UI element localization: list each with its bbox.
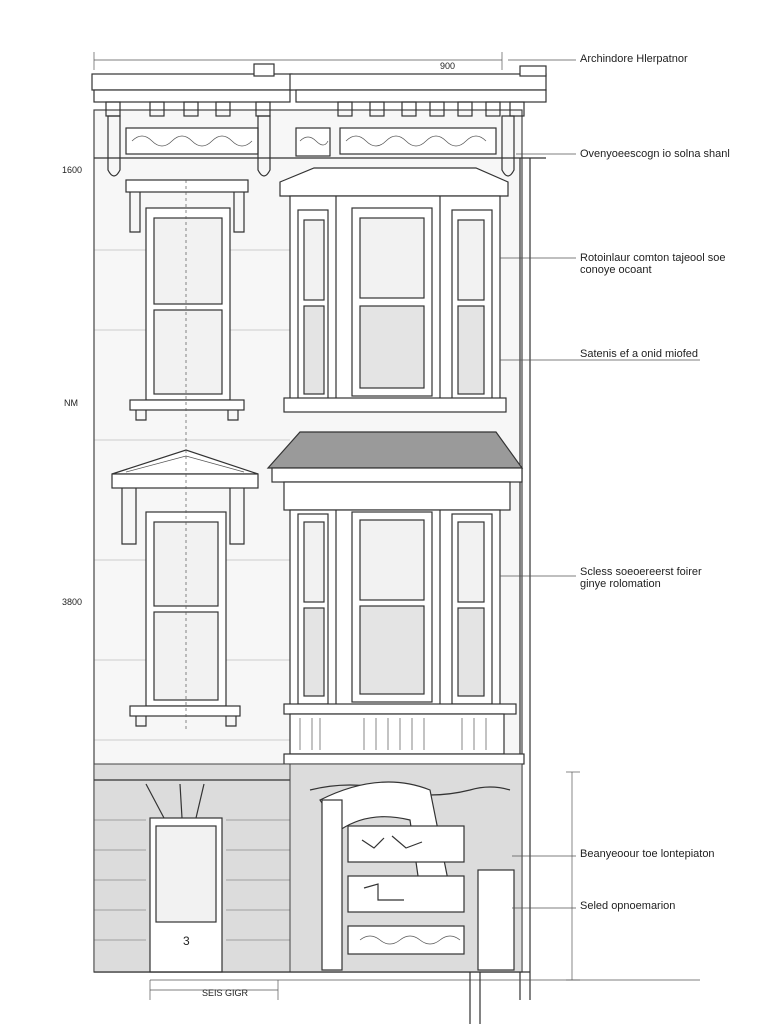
annotation-bay-upper-1: Rotoinlaur comton tajeool soe [580, 252, 726, 264]
leader-lines [500, 59, 700, 981]
bay-window-upper [279, 167, 509, 413]
dimension-level-1: 1600 [62, 165, 83, 175]
door-number: 3 [183, 934, 190, 948]
bay-window-lower [283, 481, 511, 707]
bay-roof [266, 431, 524, 469]
dimension-level-3: 3800 [62, 597, 83, 607]
annotation-title: Archindore Hlerpatnor [580, 53, 688, 65]
dimension-bottom-width: SEIS GIGR [202, 988, 249, 998]
annotation-cornice: Ovenyoeescogn io solna shanl [580, 148, 730, 160]
ground-floor [93, 763, 291, 973]
annotation-entry-ornament: Beanyeoour toe lontepiaton [580, 848, 715, 860]
cornice [91, 63, 547, 177]
annotation-bay-upper-2: conoye ocoant [580, 264, 652, 276]
annotation-bay-lower-1: Scless soeoereerst foirer [580, 566, 702, 578]
balustrade [283, 703, 525, 765]
annotation-sash: Satenis ef a onid miofed [580, 348, 699, 360]
entry-portico [289, 763, 523, 973]
dimension-level-2: NM [64, 398, 78, 408]
dimension-top-width: 900 [440, 61, 456, 71]
annotation-stoop: Seled opnoemarion [580, 900, 676, 912]
left-upper-window [125, 179, 249, 421]
annotation-bay-lower-2: ginye rolomation [580, 578, 661, 590]
